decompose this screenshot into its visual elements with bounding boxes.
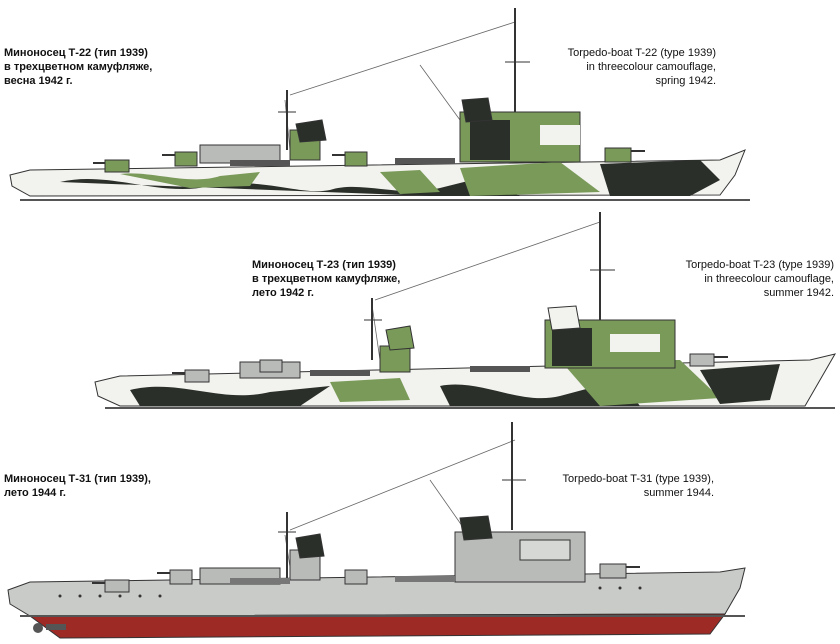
ship-plate-t31: Миноносец Т-31 (тип 1939), лето 1944 г. … xyxy=(0,420,840,644)
ship-plate-t23: Миноносец Т-23 (тип 1939) в трехцветном … xyxy=(0,210,840,420)
caption-ru-t23: Миноносец Т-23 (тип 1939) в трехцветном … xyxy=(252,259,401,299)
caption-ru-t22: Миноносец Т-22 (тип 1939) в трехцветном … xyxy=(4,47,153,87)
caption-en-t31: Torpedo-boat T-31 (type 1939), summer 19… xyxy=(562,473,714,499)
caption-en-t22: Torpedo-boat T-22 (type 1939) in threeco… xyxy=(567,47,716,87)
caption-en-t23: Torpedo-boat T-23 (type 1939) in threeco… xyxy=(685,259,834,299)
caption-ru-t31: Миноносец Т-31 (тип 1939), лето 1944 г. xyxy=(4,473,151,499)
ship-illustration-t23 xyxy=(94,212,837,409)
ship-illustration-t22 xyxy=(9,8,750,201)
ship-illustration-t31 xyxy=(7,422,746,639)
ship-plate-t22: Миноносец Т-22 (тип 1939) в трехцветном … xyxy=(0,0,840,210)
